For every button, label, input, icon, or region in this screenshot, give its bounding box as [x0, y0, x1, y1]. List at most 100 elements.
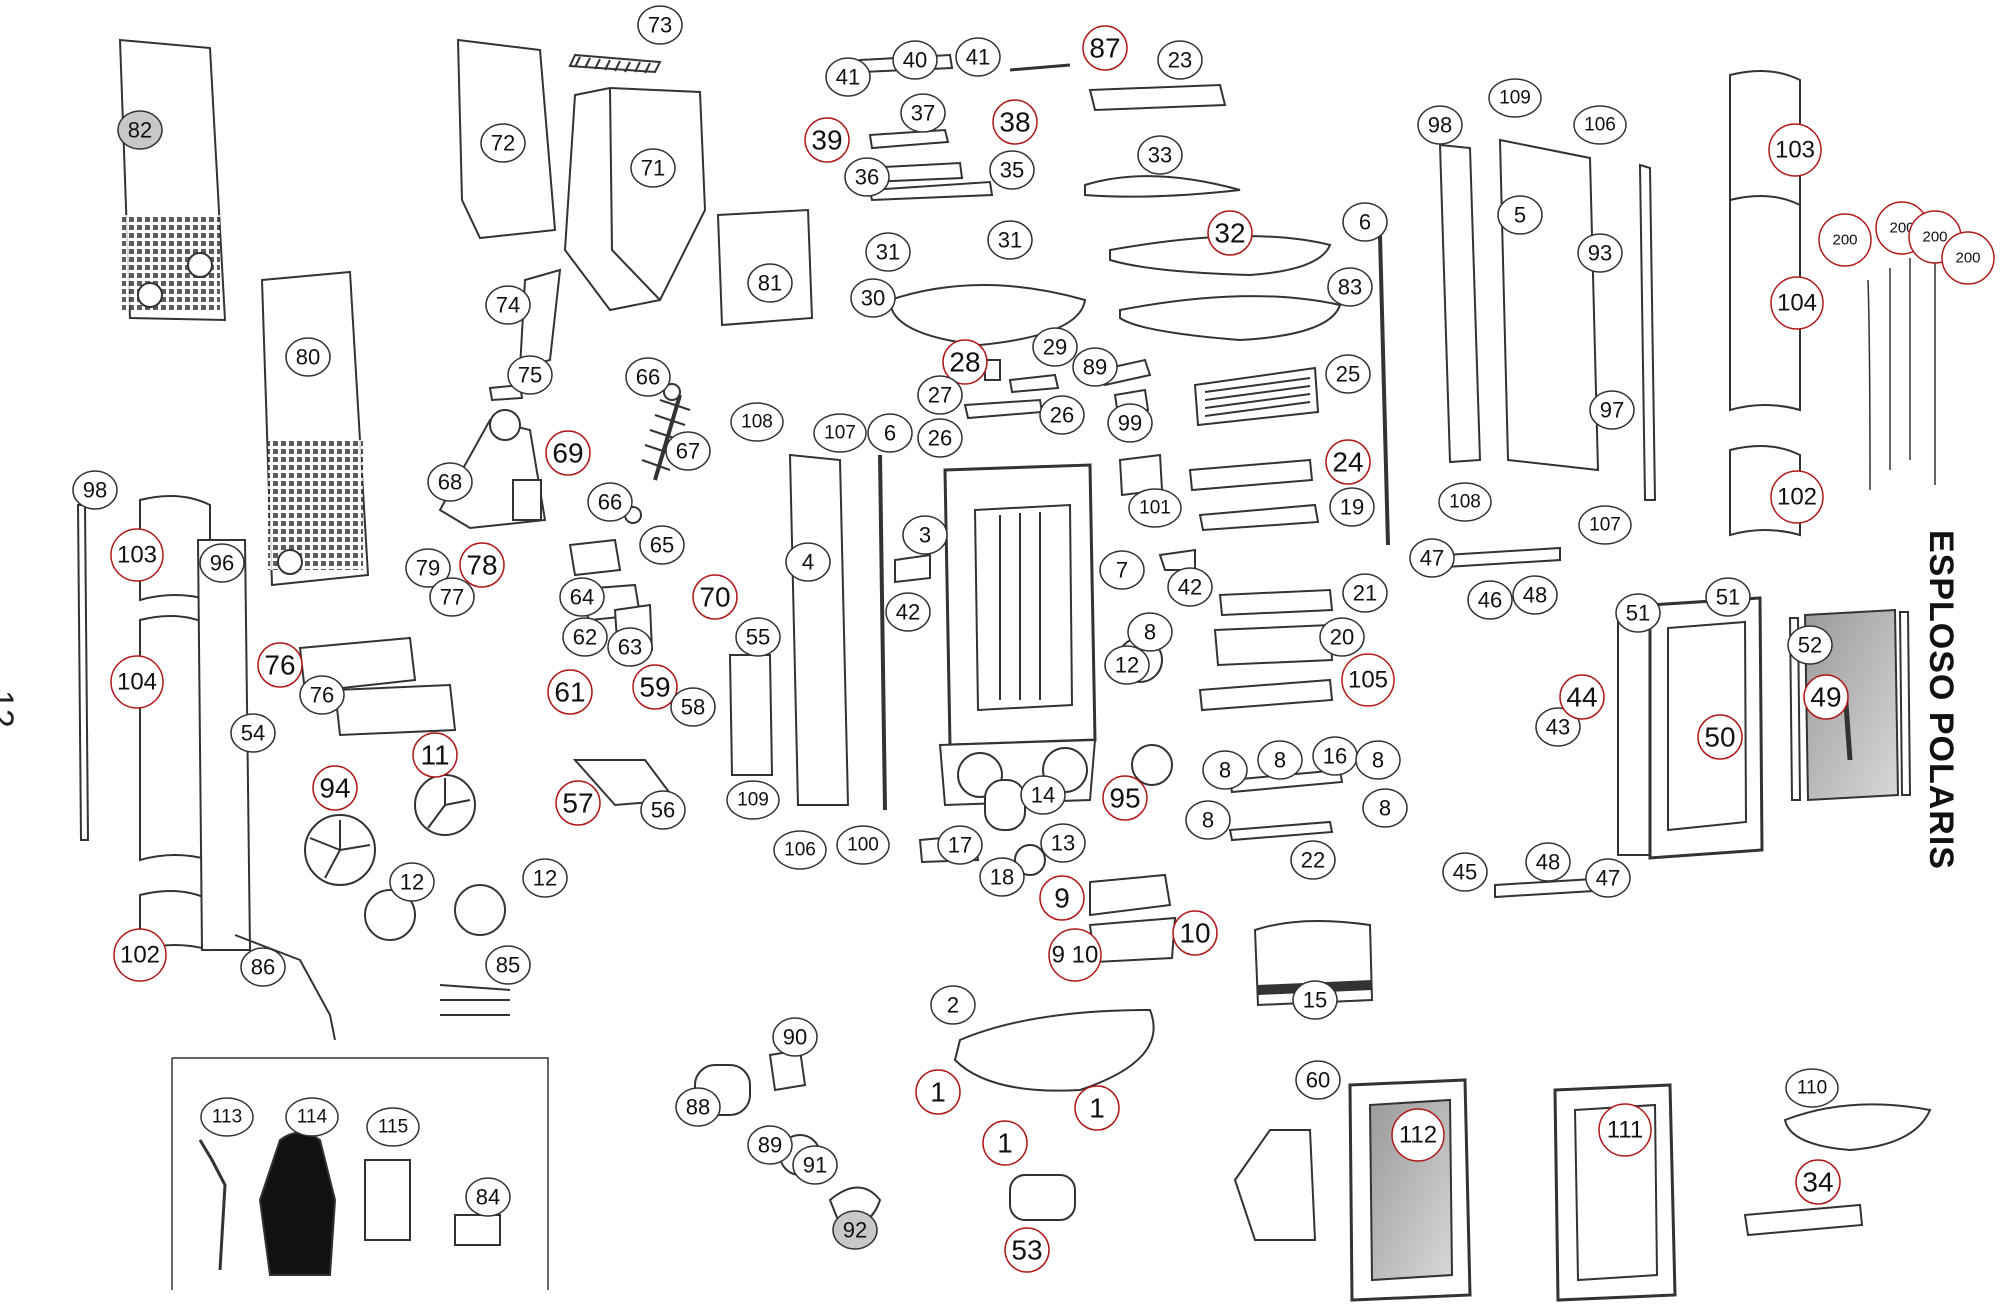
- plate-110: [1783, 1103, 1932, 1152]
- callout-97: 97: [1589, 390, 1635, 430]
- callout-circle: [1325, 354, 1371, 394]
- callout-39: 39: [804, 117, 850, 163]
- ring-12a: [364, 889, 416, 941]
- callout-number: 107: [1589, 515, 1621, 536]
- callout-26: 26: [917, 418, 963, 458]
- callout-number: 55: [746, 625, 770, 650]
- callout-number: 114: [297, 1107, 328, 1128]
- callout-circle: [199, 543, 245, 583]
- callout-circle: [1785, 1068, 1839, 1108]
- callout-circle: [559, 577, 605, 617]
- callout-circle: [1467, 580, 1513, 620]
- callout-circle: [1074, 1085, 1120, 1131]
- callout-3: 3: [902, 515, 948, 555]
- callout-number: 89: [758, 1133, 782, 1158]
- callout-number: 18: [990, 865, 1014, 890]
- ash-drawer-9: [1089, 873, 1172, 917]
- callout-circle: [1795, 1159, 1841, 1205]
- callout-circle: [1048, 928, 1102, 982]
- callout-number: 2: [947, 993, 959, 1018]
- callout-number: 12: [1115, 653, 1139, 678]
- piece-75: [488, 383, 524, 402]
- callout-number: 8: [1202, 808, 1214, 833]
- callout-103: 103: [1768, 123, 1822, 177]
- callout-number: 8: [1274, 748, 1286, 773]
- callout-200: 200: [1941, 231, 1995, 285]
- callout-49: 49: [1803, 674, 1849, 720]
- callout-60: 60: [1295, 1060, 1341, 1100]
- callout-circle: [312, 765, 358, 811]
- callout-13: 13: [1040, 823, 1086, 863]
- callout-53: 53: [1004, 1227, 1050, 1273]
- callout-95: 95: [1102, 775, 1148, 821]
- callout-number: 12: [533, 866, 557, 891]
- callout-circle: [1705, 577, 1751, 617]
- callout-106: 106: [773, 830, 827, 870]
- callout-number: 107: [824, 423, 856, 444]
- callout-circle: [587, 482, 633, 522]
- part-21: [1218, 588, 1334, 617]
- board-34: [1743, 1203, 1864, 1237]
- callout-number: 60: [1306, 1068, 1330, 1093]
- callout-55: 55: [735, 617, 781, 657]
- callout-number: 51: [1716, 585, 1740, 610]
- callout-number: 110: [1797, 1078, 1827, 1099]
- rod-6a: [878, 454, 887, 811]
- callout-number: 20: [1330, 625, 1354, 650]
- callout-number: 7: [1116, 558, 1128, 583]
- callout-100: 100: [836, 825, 890, 865]
- callout-circle: [1295, 1060, 1341, 1100]
- callout-circle: [987, 220, 1033, 260]
- callout-number: 8: [1219, 758, 1231, 783]
- callout-circle: [930, 985, 976, 1025]
- callout-41: 41: [955, 37, 1001, 77]
- callout-number: 28: [949, 347, 980, 378]
- callout-circle: [747, 1125, 793, 1165]
- callout-83: 83: [1327, 267, 1373, 307]
- callout-circle: [773, 830, 827, 870]
- callout-number: 112: [1399, 1122, 1437, 1149]
- frame-23: [1088, 83, 1227, 112]
- callout-number: 21: [1353, 581, 1377, 606]
- callout-number: 76: [310, 683, 334, 708]
- callout-number: 53: [1011, 1235, 1042, 1266]
- callout-circle: [1202, 750, 1248, 790]
- callout-circle: [813, 413, 867, 453]
- callout-circle: [735, 617, 781, 657]
- part-27: [963, 398, 1044, 420]
- callout-69: 69: [545, 430, 591, 476]
- callout-number: 38: [999, 107, 1030, 138]
- callout-35: 35: [989, 150, 1035, 190]
- callout-15: 15: [1292, 980, 1338, 1020]
- base-2: [953, 1008, 1155, 1092]
- callout-circle: [555, 780, 601, 826]
- callout-circle: [1598, 1103, 1652, 1157]
- callout-number: 69: [552, 438, 583, 469]
- callout-circle: [792, 1145, 838, 1185]
- grille-25: [1193, 366, 1320, 427]
- callout-17: 17: [937, 825, 983, 865]
- callout-12: 12: [522, 858, 568, 898]
- callout-number: 43: [1546, 715, 1570, 740]
- callout-number: 76: [264, 650, 295, 681]
- panel-5: [1498, 138, 1600, 472]
- callout-81: 81: [747, 263, 793, 303]
- callout-number: 200: [1955, 250, 1980, 267]
- callout-number: 91: [803, 1153, 827, 1178]
- callout-number: 23: [1168, 48, 1192, 73]
- glove-114: [258, 1131, 337, 1276]
- callout-circle: [902, 515, 948, 555]
- callout-5: 5: [1497, 195, 1543, 235]
- callout-number: 3: [919, 523, 931, 548]
- callout-number: 95: [1109, 783, 1140, 814]
- callout-number: 67: [676, 439, 700, 464]
- callout-9: 9: [1039, 875, 1085, 921]
- callout-89: 89: [1072, 347, 1118, 387]
- remote-84: [454, 1214, 501, 1246]
- callout-circle: [1040, 823, 1086, 863]
- callout-number: 86: [251, 955, 275, 980]
- callout-number: 11: [420, 740, 449, 771]
- gasket-51a: [1788, 617, 1802, 801]
- callout-circle: [867, 413, 913, 453]
- callout-circle: [459, 542, 505, 588]
